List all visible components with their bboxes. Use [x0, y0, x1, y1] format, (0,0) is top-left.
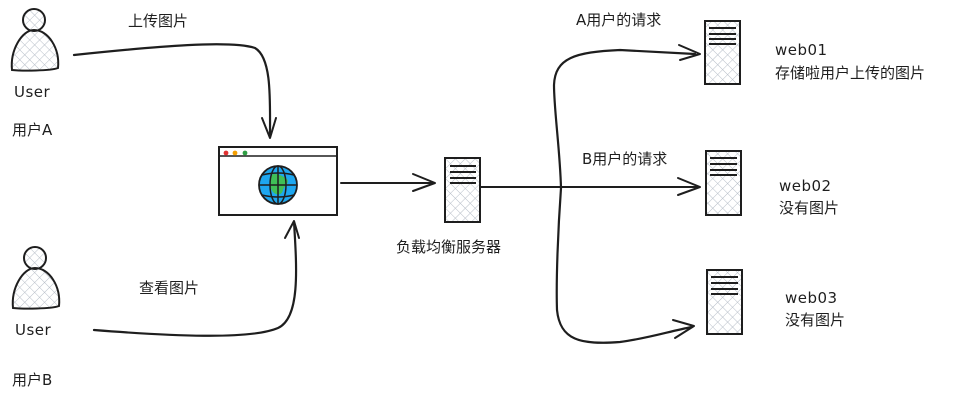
web02-note-label: 没有图片	[779, 199, 840, 217]
close-dot	[223, 150, 229, 156]
user-a-name-label: 用户A	[12, 121, 53, 139]
web02-name-label: web02	[779, 177, 832, 195]
minimize-dot	[232, 150, 238, 156]
view-arrow	[92, 220, 300, 337]
web01-request-label: A用户的请求	[576, 11, 662, 29]
lb-to-web03-arrow	[555, 186, 695, 344]
web01-name-label: web01	[775, 41, 828, 59]
web03-note-label: 没有图片	[785, 311, 846, 329]
web01-server[interactable]	[704, 20, 741, 85]
web02-server[interactable]	[705, 150, 742, 216]
globe-icon	[258, 165, 298, 205]
web03-name-label: web03	[785, 289, 838, 307]
user-b-role-label: User	[15, 321, 52, 339]
lb-to-web02-arrow	[479, 177, 701, 196]
upload-arrow	[72, 43, 277, 139]
web02-request-label: B用户的请求	[582, 150, 668, 168]
user-a-role-label: User	[14, 83, 51, 101]
load-balancer-server[interactable]	[444, 157, 481, 223]
user-a-icon[interactable]	[10, 8, 60, 72]
lb-to-web01-arrow	[552, 44, 701, 190]
web01-note-label: 存储啦用户上传的图片	[775, 64, 926, 82]
browser-to-lb-arrow	[340, 173, 436, 192]
load-balancer-label: 负载均衡服务器	[396, 238, 502, 256]
maximize-dot	[242, 150, 248, 156]
view-edge-label: 查看图片	[139, 279, 200, 297]
web03-server[interactable]	[706, 269, 743, 335]
user-b-name-label: 用户B	[12, 371, 53, 389]
browser-window[interactable]	[218, 146, 338, 216]
upload-edge-label: 上传图片	[128, 12, 189, 30]
user-b-icon[interactable]	[11, 246, 61, 310]
